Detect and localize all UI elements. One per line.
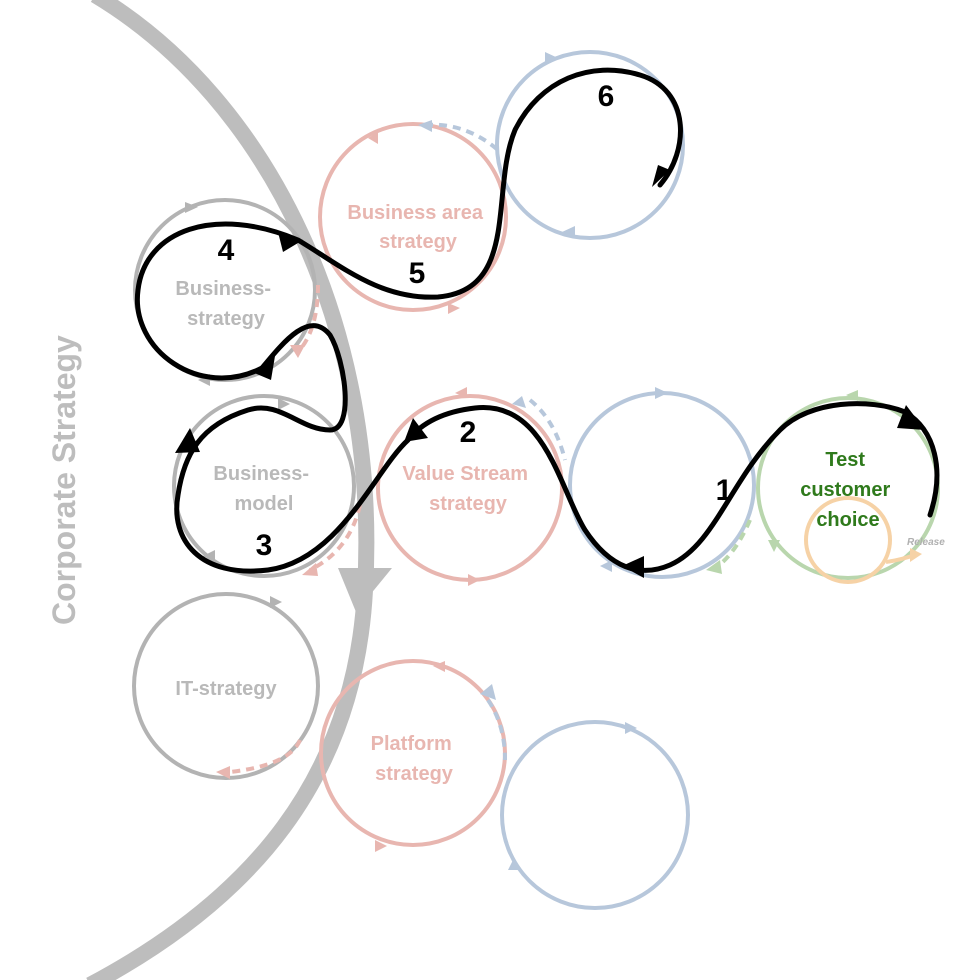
step-number-1: 1 (716, 474, 733, 507)
release-label: Release (907, 537, 945, 548)
blue-loop-bottom (500, 720, 690, 910)
test-customer-label: Test customer choice (800, 449, 896, 531)
journey-path (134, 67, 940, 574)
it-strategy-label: IT-strategy (175, 678, 277, 700)
step-number-6: 6 (598, 80, 615, 113)
value-stream-loop (376, 387, 567, 586)
corporate-strategy-label: Corporate Strategy (46, 335, 82, 625)
business-strategy-label: Business- strategy (175, 278, 276, 330)
it-strategy-loop (132, 592, 320, 780)
journey-arrowheads (175, 165, 925, 578)
step-number-4: 4 (218, 234, 235, 267)
value-stream-label: Value Stream strategy (402, 463, 533, 515)
blue-loop-middle (568, 387, 756, 579)
step-number-3: 3 (256, 529, 273, 562)
blue-loop-top (495, 50, 685, 240)
corporate-strategy-arc (86, 0, 392, 980)
business-area-loop (318, 120, 508, 314)
step-number-5: 5 (409, 257, 426, 290)
business-area-label: Business area strategy (347, 202, 488, 253)
platform-label: Platform strategy (371, 733, 458, 785)
platform-loop (319, 659, 507, 852)
business-model-label: Business- model (213, 463, 314, 515)
step-number-2: 2 (460, 416, 477, 449)
business-model-loop (172, 394, 362, 578)
